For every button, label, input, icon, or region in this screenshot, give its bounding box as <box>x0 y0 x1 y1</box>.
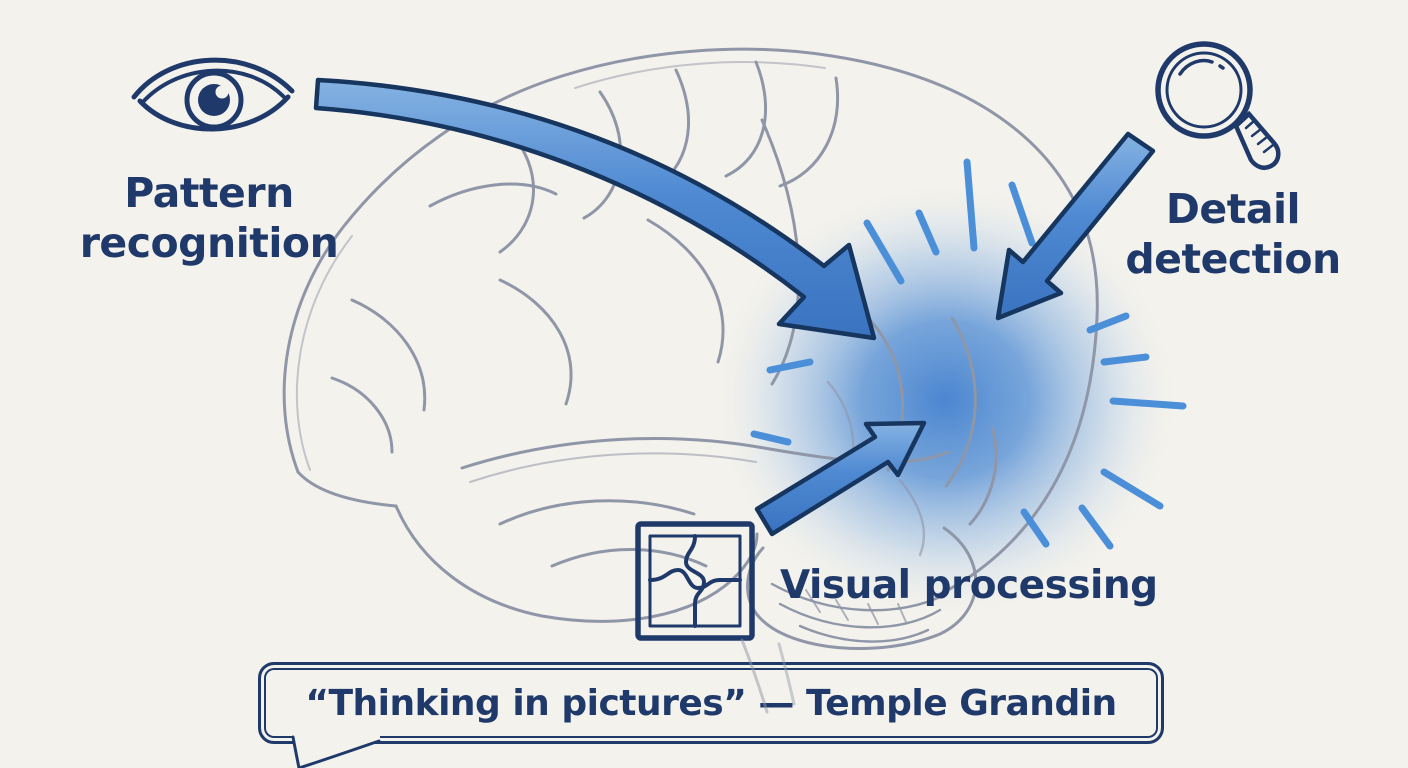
brain-outline <box>282 47 1099 598</box>
quote-text: “Thinking in pictures” — Temple Grandin <box>305 682 1117 724</box>
pattern-recognition-line2: recognition <box>79 219 339 268</box>
pattern-recognition-line1: Pattern <box>124 169 294 217</box>
temporal-lobe <box>394 504 759 623</box>
eye-icon <box>131 57 295 132</box>
puzzle-piece-icon <box>635 521 755 641</box>
magnifying-glass-icon <box>1155 41 1281 170</box>
arrow-pattern-to-cortex <box>313 77 877 341</box>
visual-processing-label: Visual processing <box>780 563 1158 608</box>
detail-detection-line2: detection <box>1125 235 1341 284</box>
arrow-detail-to-cortex <box>995 131 1156 321</box>
arrows <box>313 77 1156 537</box>
detail-detection-label: Detail detection <box>1068 184 1398 284</box>
quote-bubble: “Thinking in pictures” — Temple Grandin <box>258 662 1164 744</box>
arrow-processing-to-cortex <box>754 420 927 537</box>
detail-detection-line1: Detail <box>1165 185 1301 233</box>
cerebellum <box>746 526 978 651</box>
pattern-recognition-label: Pattern recognition <box>44 168 374 268</box>
glow-rays <box>750 158 1187 550</box>
